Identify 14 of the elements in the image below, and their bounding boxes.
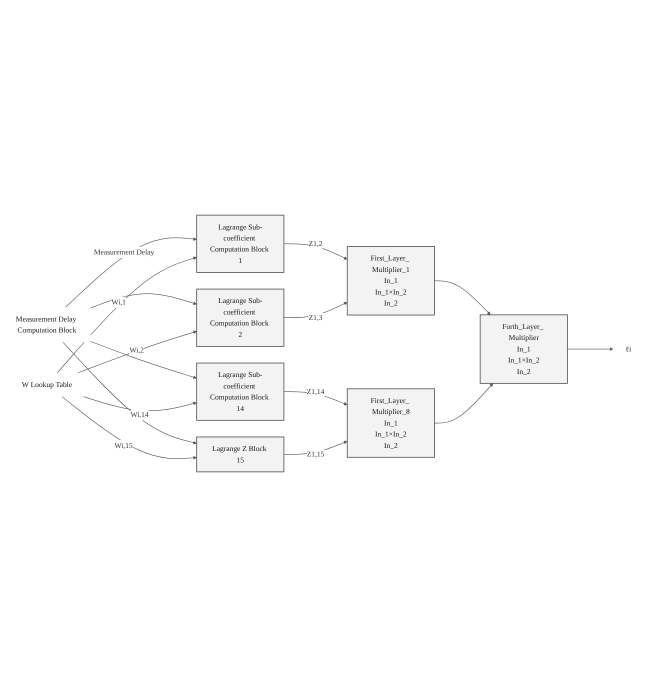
arrow (567, 347, 614, 351)
arrow (90, 293, 197, 308)
arrow (78, 330, 197, 374)
arrow (65, 237, 197, 308)
arrow (62, 342, 197, 444)
arrow (284, 244, 348, 260)
arrow (284, 440, 348, 455)
arrow (434, 383, 494, 424)
arrow (90, 341, 197, 379)
arrow (62, 396, 197, 460)
arrow (434, 280, 491, 315)
arrow (83, 396, 197, 412)
arrow (56, 256, 197, 374)
arrow (284, 302, 348, 318)
